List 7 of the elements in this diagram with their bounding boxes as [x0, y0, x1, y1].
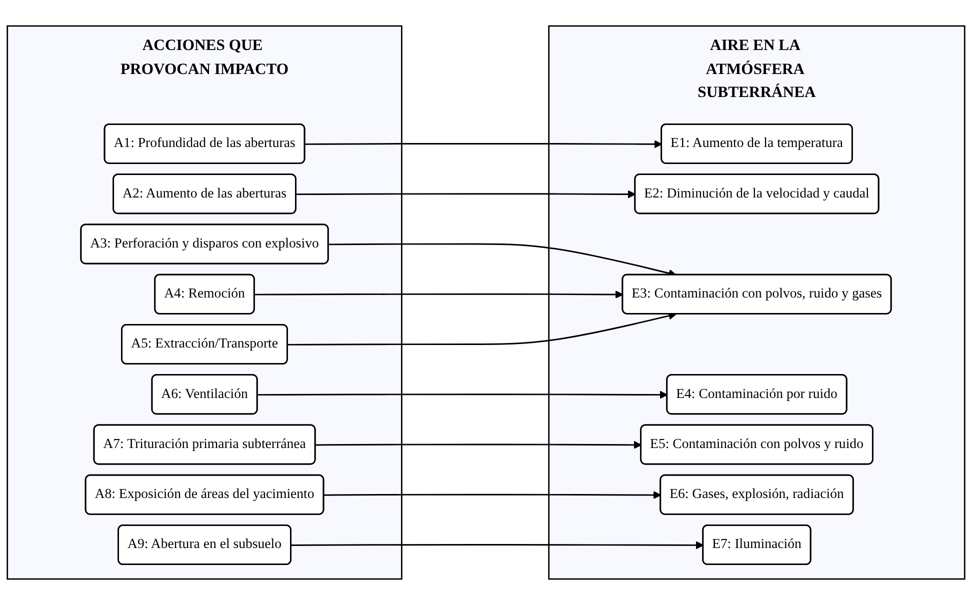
- arrow: [291, 541, 704, 550]
- arrow: [258, 390, 668, 399]
- arrow: [316, 440, 642, 449]
- arrow: [324, 491, 662, 500]
- arrow: [254, 290, 624, 299]
- arrow: [304, 140, 662, 148]
- arrow: [296, 190, 636, 198]
